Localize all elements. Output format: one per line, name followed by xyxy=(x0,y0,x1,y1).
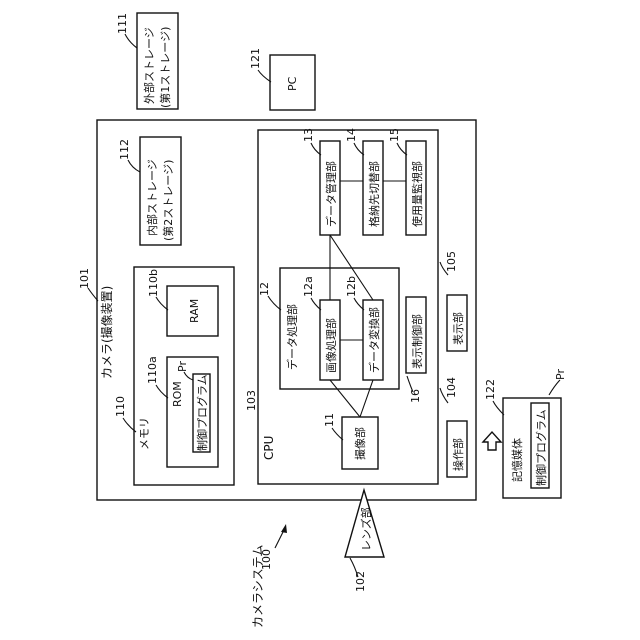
internal-storage-line2: (第2ストレージ) xyxy=(161,160,175,241)
destination-switch-ref: 14 xyxy=(345,128,358,142)
control-program-ref: Pr xyxy=(176,361,189,372)
usage-monitor-ref: 15 xyxy=(388,128,401,142)
transfer-arrow-icon xyxy=(483,432,501,450)
external-storage-ref: 111 xyxy=(116,13,129,34)
cpu-label: CPU xyxy=(262,436,276,460)
medium-program-leader xyxy=(549,380,560,395)
memory-label: メモリ xyxy=(138,417,151,450)
display-unit-ref: 105 xyxy=(445,251,458,272)
rom-ref: 110a xyxy=(146,356,159,384)
display-unit-label: 表示部 xyxy=(451,312,465,345)
lens-unit-label: レンズ部 xyxy=(359,507,373,551)
operation-unit-ref: 104 xyxy=(445,377,458,398)
memory-ref: 110 xyxy=(114,396,127,417)
medium-program-ref: Pr xyxy=(554,369,567,380)
rom-label: ROM xyxy=(171,381,184,407)
internal-storage-ref: 112 xyxy=(118,139,131,160)
control-program-label: 制御プログラム xyxy=(195,374,209,451)
camera-label: カメラ(撮像装置) xyxy=(100,286,114,379)
usage-monitor-label: 使用量監視部 xyxy=(410,161,424,227)
display-control-ref: 16 xyxy=(409,389,422,403)
cpu-ref: 103 xyxy=(245,390,258,411)
destination-switch-label: 格納先切替部 xyxy=(367,161,381,227)
data-conversion-ref: 12b xyxy=(345,276,358,297)
medium-control-program-label: 制御プログラム xyxy=(534,409,548,486)
system-arrow-line xyxy=(275,530,284,548)
image-processing-label: 画像処理部 xyxy=(324,318,338,373)
external-storage-line2: (第1ストレージ) xyxy=(158,27,172,108)
display-control-label: 表示制御部 xyxy=(410,314,424,369)
data-management-label: データ管理部 xyxy=(324,161,338,227)
system-ref: 100 xyxy=(260,549,273,570)
imaging-ref: 11 xyxy=(323,413,336,427)
storage-medium-ref: 122 xyxy=(484,379,497,400)
data-conversion-label: データ変換部 xyxy=(367,307,381,373)
data-processing-label: データ処理部 xyxy=(285,304,299,370)
ram-label: RAM xyxy=(188,299,201,323)
storage-medium-label: 記憶媒体 xyxy=(510,438,524,482)
camera-ref: 101 xyxy=(78,268,91,289)
external-storage-leader xyxy=(125,34,137,48)
pc-ref: 121 xyxy=(249,48,262,69)
operation-unit-label: 操作部 xyxy=(451,438,465,471)
internal-storage-line1: 内部ストレージ xyxy=(145,159,159,236)
data-processing-ref: 12 xyxy=(258,282,271,296)
data-management-ref: 13 xyxy=(302,128,315,142)
imaging-label: 撮像部 xyxy=(353,427,367,460)
external-storage-line1: 外部ストレージ xyxy=(142,27,156,104)
ram-ref: 110b xyxy=(147,269,160,297)
pc-label: PC xyxy=(286,76,299,91)
image-processing-ref: 12a xyxy=(302,276,315,297)
lens-unit-ref: 102 xyxy=(354,571,367,592)
pc-leader xyxy=(258,70,271,82)
system-arrow-icon xyxy=(281,524,287,533)
